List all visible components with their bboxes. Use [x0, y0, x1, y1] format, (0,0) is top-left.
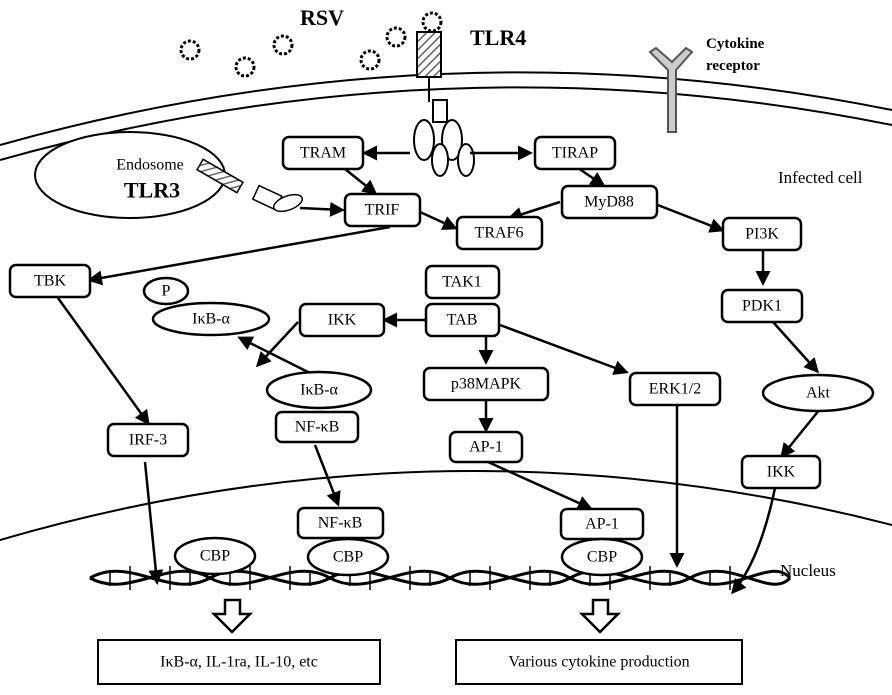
tbk-label: TBK	[34, 273, 66, 290]
infected-cell-label: Infected cell	[778, 168, 863, 187]
tirap-label: TIRAP	[552, 145, 598, 162]
myd88-label: MyD88	[584, 194, 634, 211]
output-arrow-left-icon	[210, 598, 254, 634]
cytokine-receptor-label-2: receptor	[706, 58, 760, 74]
cell-membrane-inner	[0, 86, 892, 161]
rsv-virus-icon	[179, 11, 443, 78]
cell-membrane-outer	[0, 71, 892, 146]
ikb-alpha-top-oval	[151, 301, 271, 337]
p-oval	[142, 276, 190, 306]
erk12-box	[628, 371, 722, 407]
cbp-label-2: CBP	[333, 549, 363, 566]
p38mapk-box	[422, 366, 550, 402]
cbp-oval-3	[560, 537, 644, 577]
trif-label: TRIF	[365, 202, 400, 219]
nfkb-cyto-label: NF-κB	[295, 419, 340, 436]
tlr4-receptor-icon	[413, 31, 475, 177]
rsv-label: RSV	[300, 5, 344, 30]
output-box-left	[97, 639, 381, 685]
nfkb-cyto-box	[274, 410, 360, 444]
tlr3-label: TLR3	[124, 178, 180, 203]
endosome	[34, 131, 226, 219]
pathway-arrows	[56, 145, 821, 595]
akt-oval	[761, 373, 875, 413]
ap1-nuc-label: AP-1	[585, 516, 619, 533]
tab-box	[424, 302, 501, 338]
tbk-box	[8, 263, 92, 299]
tram-label: TRAM	[300, 145, 346, 162]
p38mapk-label: p38MAPK	[451, 376, 522, 393]
ikb-alpha-top-label: IκB-α	[192, 311, 230, 328]
output-arrow-right-icon	[578, 598, 622, 634]
traf6-label: TRAF6	[475, 225, 524, 242]
ikk-right-label: IKK	[767, 464, 796, 481]
nuclear-membrane	[0, 470, 892, 541]
irf3-label: IRF-3	[129, 432, 167, 449]
cytokine-receptor-label-1: Cytokine	[706, 36, 765, 52]
pi3k-label: PI3K	[745, 226, 779, 243]
traf6-box	[455, 215, 544, 251]
ap1-cyto-box	[448, 430, 524, 464]
trif-box	[343, 192, 422, 228]
pi3k-box	[721, 216, 803, 252]
cbp-label-1: CBP	[200, 548, 230, 565]
tirap-box	[533, 135, 617, 171]
ap1-cyto-label: AP-1	[469, 439, 503, 456]
erk12-label: ERK1/2	[649, 381, 701, 398]
ikk-left-box	[298, 302, 386, 338]
tlr4-label: TLR4	[470, 25, 526, 50]
output-box-right	[455, 639, 743, 685]
dna-helix	[89, 566, 792, 590]
cbp-label-3: CBP	[587, 549, 617, 566]
tlr3-receptor-icon	[196, 158, 304, 213]
akt-label: Akt	[806, 385, 831, 402]
endosome-label: Endosome	[116, 157, 184, 174]
output-right-label: Various cytokine production	[508, 654, 689, 671]
irf3-box	[106, 422, 190, 458]
nfkb-nuc-label: NF-κB	[318, 515, 363, 532]
cytokine-receptor-icon	[648, 46, 694, 133]
p-label: P	[162, 283, 171, 300]
ikb-alpha-mid-oval	[265, 370, 373, 410]
cbp-oval-2	[306, 537, 390, 577]
myd88-box	[560, 184, 659, 220]
tak1-box	[424, 264, 501, 300]
output-left-label: IκB-α, IL-1ra, IL-10, etc	[160, 654, 318, 671]
nucleus-label: Nucleus	[780, 561, 836, 580]
cbp-oval-1	[173, 536, 257, 576]
tab-label: TAB	[447, 312, 478, 329]
ikk-right-box	[740, 454, 822, 490]
pdk1-box	[720, 288, 804, 324]
ikk-left-label: IKK	[328, 312, 357, 329]
tram-box	[281, 135, 365, 171]
nfkb-nuc-box	[296, 506, 385, 540]
pdk1-label: PDK1	[742, 298, 782, 315]
ikb-alpha-mid-label: IκB-α	[300, 382, 338, 399]
tak1-label: TAK1	[442, 274, 482, 291]
